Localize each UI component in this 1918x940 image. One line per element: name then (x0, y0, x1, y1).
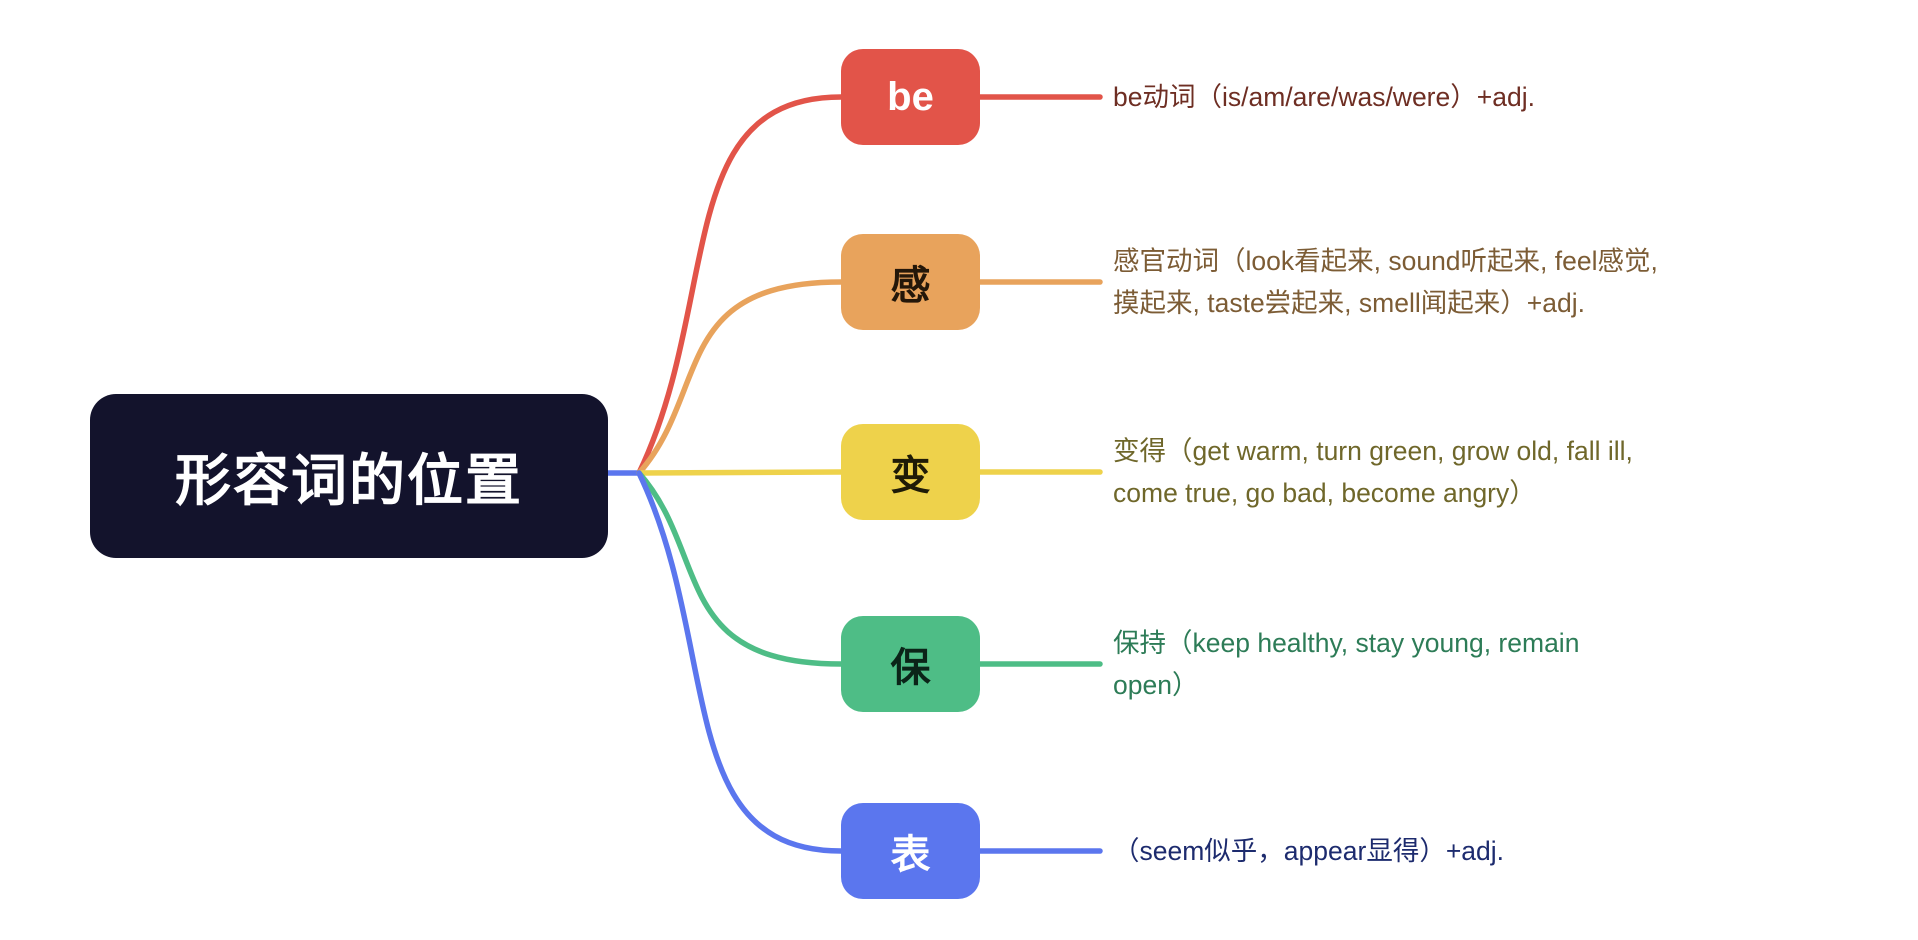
branch-node-label: 表 (890, 833, 931, 877)
branch-node-label: 感 (890, 264, 931, 308)
connector-bao (636, 470, 1103, 667)
branch-node-label: 变 (890, 454, 931, 498)
desc-line: be动词（is/am/are/was/were）+adj. (1113, 82, 1535, 112)
branch-node-bian[interactable]: 变 (841, 424, 980, 520)
branch-node-biao[interactable]: 表 (841, 803, 980, 899)
connector-be (636, 94, 1103, 476)
branch-desc-gan[interactable]: 感官动词（look看起来, sound听起来, feel感觉, 摸起来, tas… (1113, 240, 1658, 324)
branch-desc-be[interactable]: be动词（is/am/are/was/were）+adj. (1113, 76, 1535, 118)
branch-node-be[interactable]: be (841, 49, 980, 145)
desc-line: 变得（get warm, turn green, grow old, fall … (1113, 436, 1633, 466)
branch-desc-bian[interactable]: 变得（get warm, turn green, grow old, fall … (1113, 430, 1633, 514)
branch-node-bao[interactable]: 保 (841, 616, 980, 712)
connector-biao (636, 470, 1103, 854)
root-topic-label: 形容词的位置 (175, 448, 523, 512)
root-topic[interactable]: 形容词的位置 (90, 394, 608, 558)
desc-line: （seem似乎，appear显得）+adj. (1113, 836, 1505, 866)
branch-node-label: 保 (890, 646, 931, 690)
connector-gan (636, 279, 1103, 476)
desc-line: 感官动词（look看起来, sound听起来, feel感觉, (1113, 246, 1658, 276)
desc-line: 摸起来, taste尝起来, smell闻起来）+adj. (1113, 288, 1585, 318)
desc-line: open） (1113, 670, 1199, 700)
desc-line: 保持（keep healthy, stay young, remain (1113, 628, 1580, 658)
branch-node-label: be (887, 74, 934, 119)
branch-node-gan[interactable]: 感 (841, 234, 980, 330)
branch-desc-biao[interactable]: （seem似乎，appear显得）+adj. (1113, 830, 1504, 872)
desc-line: come true, go bad, become angry） (1113, 478, 1536, 508)
branch-desc-bao[interactable]: 保持（keep healthy, stay young, remain open… (1113, 622, 1579, 706)
